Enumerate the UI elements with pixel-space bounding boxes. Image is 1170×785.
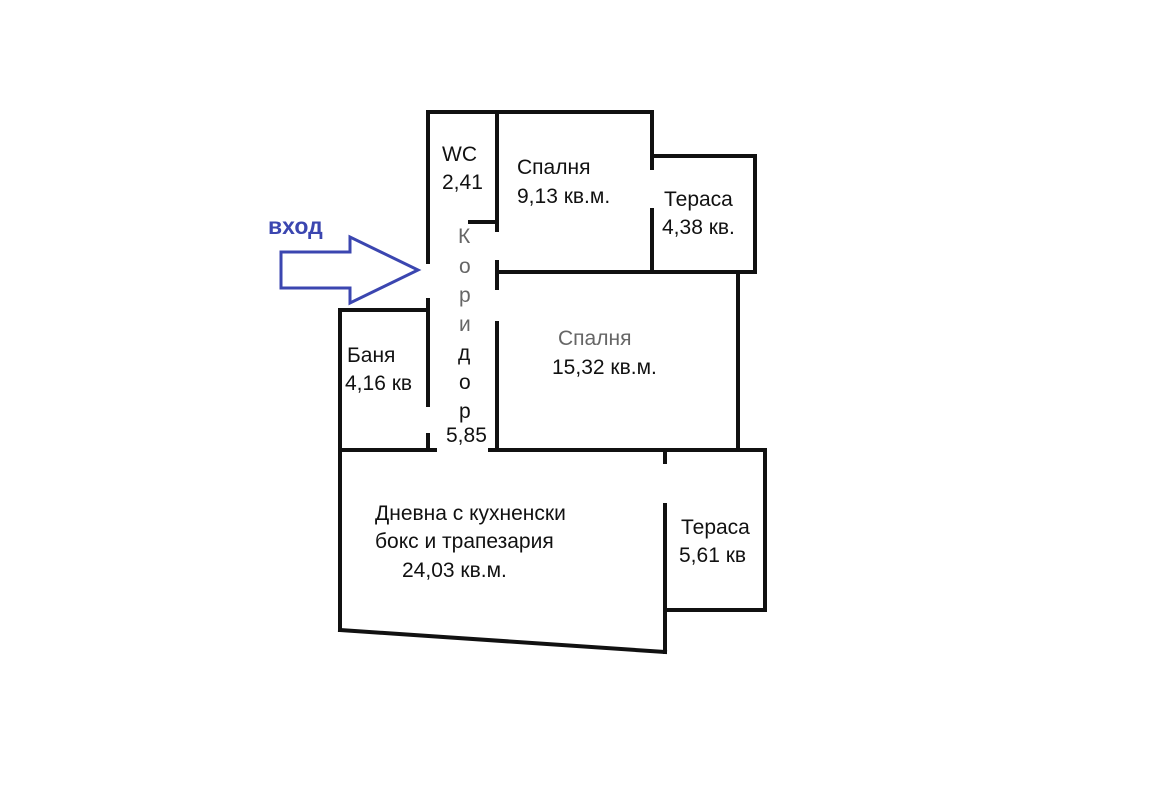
room-name-line2: бокс и трапезария [375, 530, 554, 553]
walls [337, 110, 767, 655]
room-name: WC [442, 143, 477, 166]
entrance-marker: вход [268, 213, 422, 306]
entrance-label: вход [268, 213, 323, 239]
room-bedroom-small: Спалня 9,13 кв.м. [517, 156, 610, 208]
room-area: 24,03 кв.м. [402, 559, 507, 582]
corridor-letter: К [458, 225, 471, 248]
room-name: Спалня [558, 327, 631, 350]
corridor-letter: р [459, 284, 471, 307]
room-area: 5,85 [446, 424, 487, 447]
room-name-line1: Дневна с кухненски [375, 502, 566, 525]
room-area: 9,13 кв.м. [517, 185, 610, 208]
room-bedroom-large: Спалня 15,32 кв.м. [552, 327, 657, 379]
room-area: 5,61 кв [679, 544, 746, 567]
room-area: 2,41 [442, 171, 483, 194]
room-living: Дневна с кухненски бокс и трапезария 24,… [375, 502, 566, 582]
room-bathroom: Баня 4,16 кв [345, 344, 412, 395]
room-corridor: К о р и д о р 5,85 [446, 225, 487, 447]
room-terrace-top: Тераса 4,38 кв. [662, 188, 735, 239]
room-area: 15,32 кв.м. [552, 356, 657, 379]
corridor-letter: д [458, 342, 470, 365]
entrance-arrow-icon [279, 234, 422, 306]
room-area: 4,16 кв [345, 372, 412, 395]
room-name: Баня [347, 344, 395, 367]
room-terrace-bottom: Тераса 5,61 кв [679, 516, 750, 567]
room-wc: WC 2,41 [442, 143, 483, 194]
room-area: 4,38 кв. [662, 216, 735, 239]
corridor-letter: о [459, 371, 471, 394]
room-name: Тераса [664, 188, 733, 211]
room-name: Тераса [681, 516, 750, 539]
corridor-letter: р [459, 400, 471, 423]
corridor-letter: и [459, 313, 471, 336]
room-name: Спалня [517, 156, 590, 179]
corridor-letter: о [459, 255, 471, 278]
